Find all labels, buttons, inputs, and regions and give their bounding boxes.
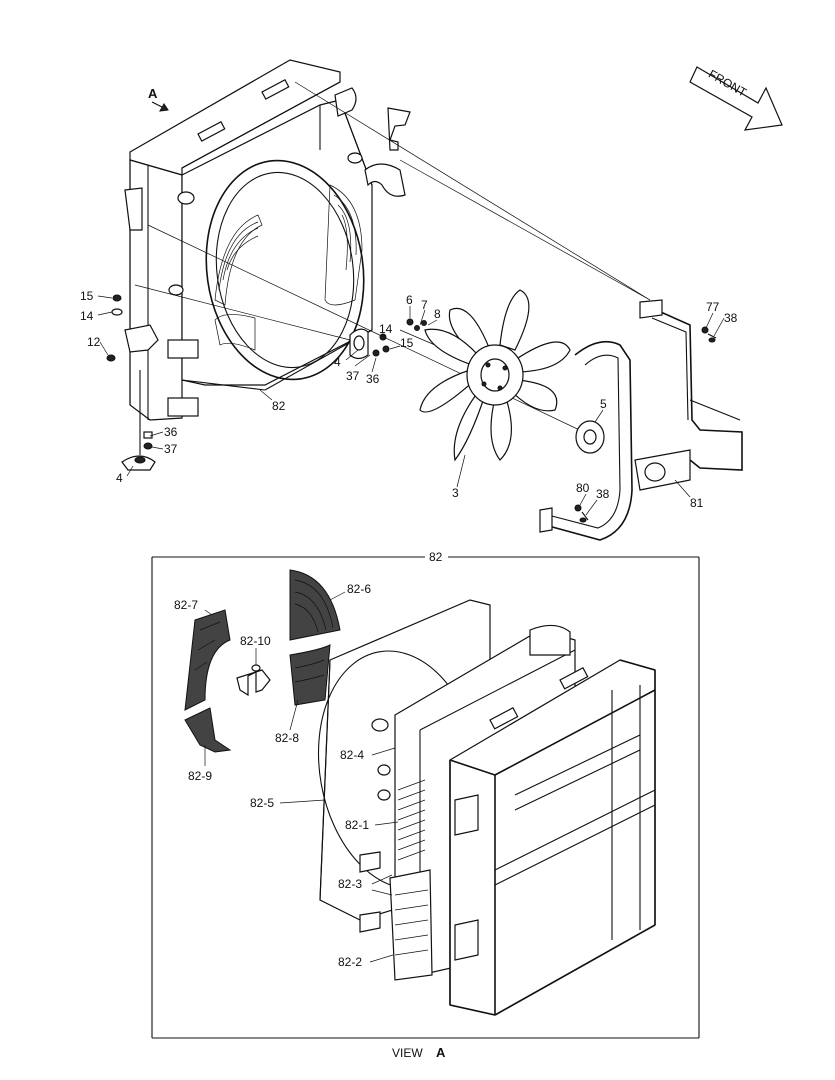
callout-14-left: 14	[80, 309, 94, 323]
fan-spacer	[575, 420, 605, 454]
callout-4-left: 4	[116, 471, 123, 485]
fan-guard-grille	[214, 184, 363, 351]
fasteners-right	[574, 326, 717, 523]
callout-7: 7	[421, 298, 428, 312]
radiator-assembly	[124, 59, 411, 421]
callout-82-3: 82-3	[338, 877, 362, 891]
front-direction-arrow: FRONT	[689, 66, 783, 131]
callout-82-8: 82-8	[275, 731, 299, 745]
callout-82-7: 82-7	[174, 598, 198, 612]
callout-6: 6	[406, 293, 413, 307]
callout-15-left: 15	[80, 289, 94, 303]
view-caption-letter: A	[436, 1045, 446, 1060]
callout-81: 81	[690, 496, 704, 510]
view-a-marker: A	[148, 86, 169, 112]
detail-leaders	[204, 591, 399, 963]
oil-cooler	[359, 851, 433, 981]
fan-guard-support	[539, 299, 743, 541]
callout-82: 82	[272, 399, 286, 413]
callout-38-lower: 38	[596, 487, 610, 501]
detail-callouts: 82-7 82-6 82-10 82-8 82-9 82-4 82-5 82-1…	[174, 582, 371, 969]
fasteners-left	[106, 294, 123, 362]
callout-82-4: 82-4	[340, 748, 364, 762]
mount-rubber	[121, 370, 156, 471]
callout-12: 12	[87, 335, 101, 349]
callout-38-right: 38	[724, 311, 738, 325]
mount-bracket-right	[349, 318, 427, 360]
detail-view-box: 82	[151, 550, 700, 1039]
fan-guard-segments	[184, 569, 341, 753]
callout-36-right: 36	[366, 372, 380, 386]
callout-82-1: 82-1	[345, 818, 369, 832]
upper-callouts: 15 14 12 36 37 4 82 6 7 8 14 15 4 37 36 …	[80, 289, 738, 510]
callout-82-9: 82-9	[188, 769, 212, 783]
callout-82-10: 82-10	[240, 634, 271, 648]
callout-8: 8	[434, 307, 441, 321]
view-caption-prefix: VIEW	[392, 1046, 423, 1060]
detail-box-label: 82	[429, 550, 443, 564]
callout-5: 5	[600, 397, 607, 411]
view-caption: VIEW A	[392, 1045, 446, 1060]
callout-4-right: 4	[334, 355, 341, 369]
callout-82-5: 82-5	[250, 796, 274, 810]
callout-15-right: 15	[400, 336, 414, 350]
upper-leaders	[97, 295, 725, 516]
callout-37-right: 37	[346, 369, 360, 383]
cooling-fan	[419, 289, 571, 462]
callout-14-right: 14	[379, 322, 393, 336]
callout-36-left: 36	[164, 425, 178, 439]
callout-80: 80	[576, 481, 590, 495]
callout-77: 77	[706, 300, 720, 314]
callout-82-6: 82-6	[347, 582, 371, 596]
view-marker-letter: A	[148, 86, 158, 101]
callout-3: 3	[452, 486, 459, 500]
callout-37-left: 37	[164, 442, 178, 456]
callout-82-2: 82-2	[338, 955, 362, 969]
radiator-frame	[449, 659, 656, 1016]
